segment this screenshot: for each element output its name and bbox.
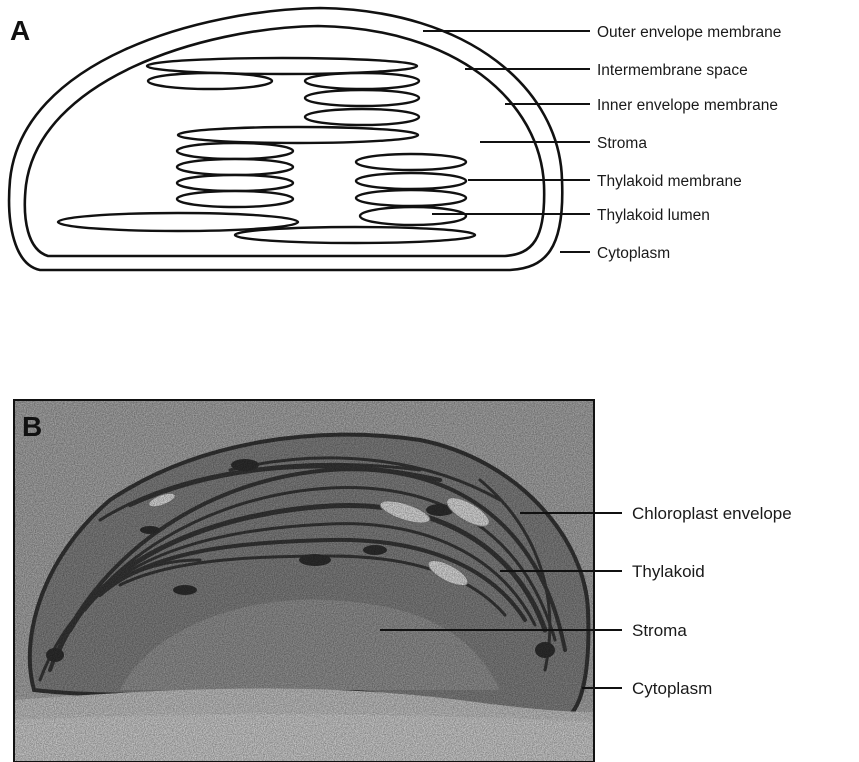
label-cytoplasm-a: Cytoplasm — [597, 245, 670, 262]
panel-b-labels: Chloroplast envelope Thylakoid Stroma Cy… — [632, 504, 792, 698]
label-stroma-b: Stroma — [632, 621, 687, 640]
label-intermembrane-space: Intermembrane space — [597, 62, 748, 79]
label-stroma-a: Stroma — [597, 135, 647, 152]
label-thylakoid: Thylakoid — [632, 562, 705, 581]
panel-a: A — [9, 8, 781, 270]
label-thylakoid-membrane: Thylakoid membrane — [597, 173, 742, 190]
panel-b-letter: B — [22, 411, 42, 442]
panel-b: B Chloroplast envelope Thylakoid Stroma … — [14, 400, 792, 762]
electron-micrograph — [14, 400, 594, 762]
label-thylakoid-lumen: Thylakoid lumen — [597, 207, 710, 224]
label-cytoplasm-b: Cytoplasm — [632, 679, 712, 698]
thylakoid-stacks — [58, 58, 475, 243]
label-outer-envelope-membrane: Outer envelope membrane — [597, 24, 781, 41]
panel-a-labels: Outer envelope membrane Intermembrane sp… — [597, 24, 781, 262]
panel-a-letter: A — [10, 15, 30, 46]
label-inner-envelope-membrane: Inner envelope membrane — [597, 97, 778, 114]
label-chloroplast-envelope: Chloroplast envelope — [632, 504, 792, 523]
